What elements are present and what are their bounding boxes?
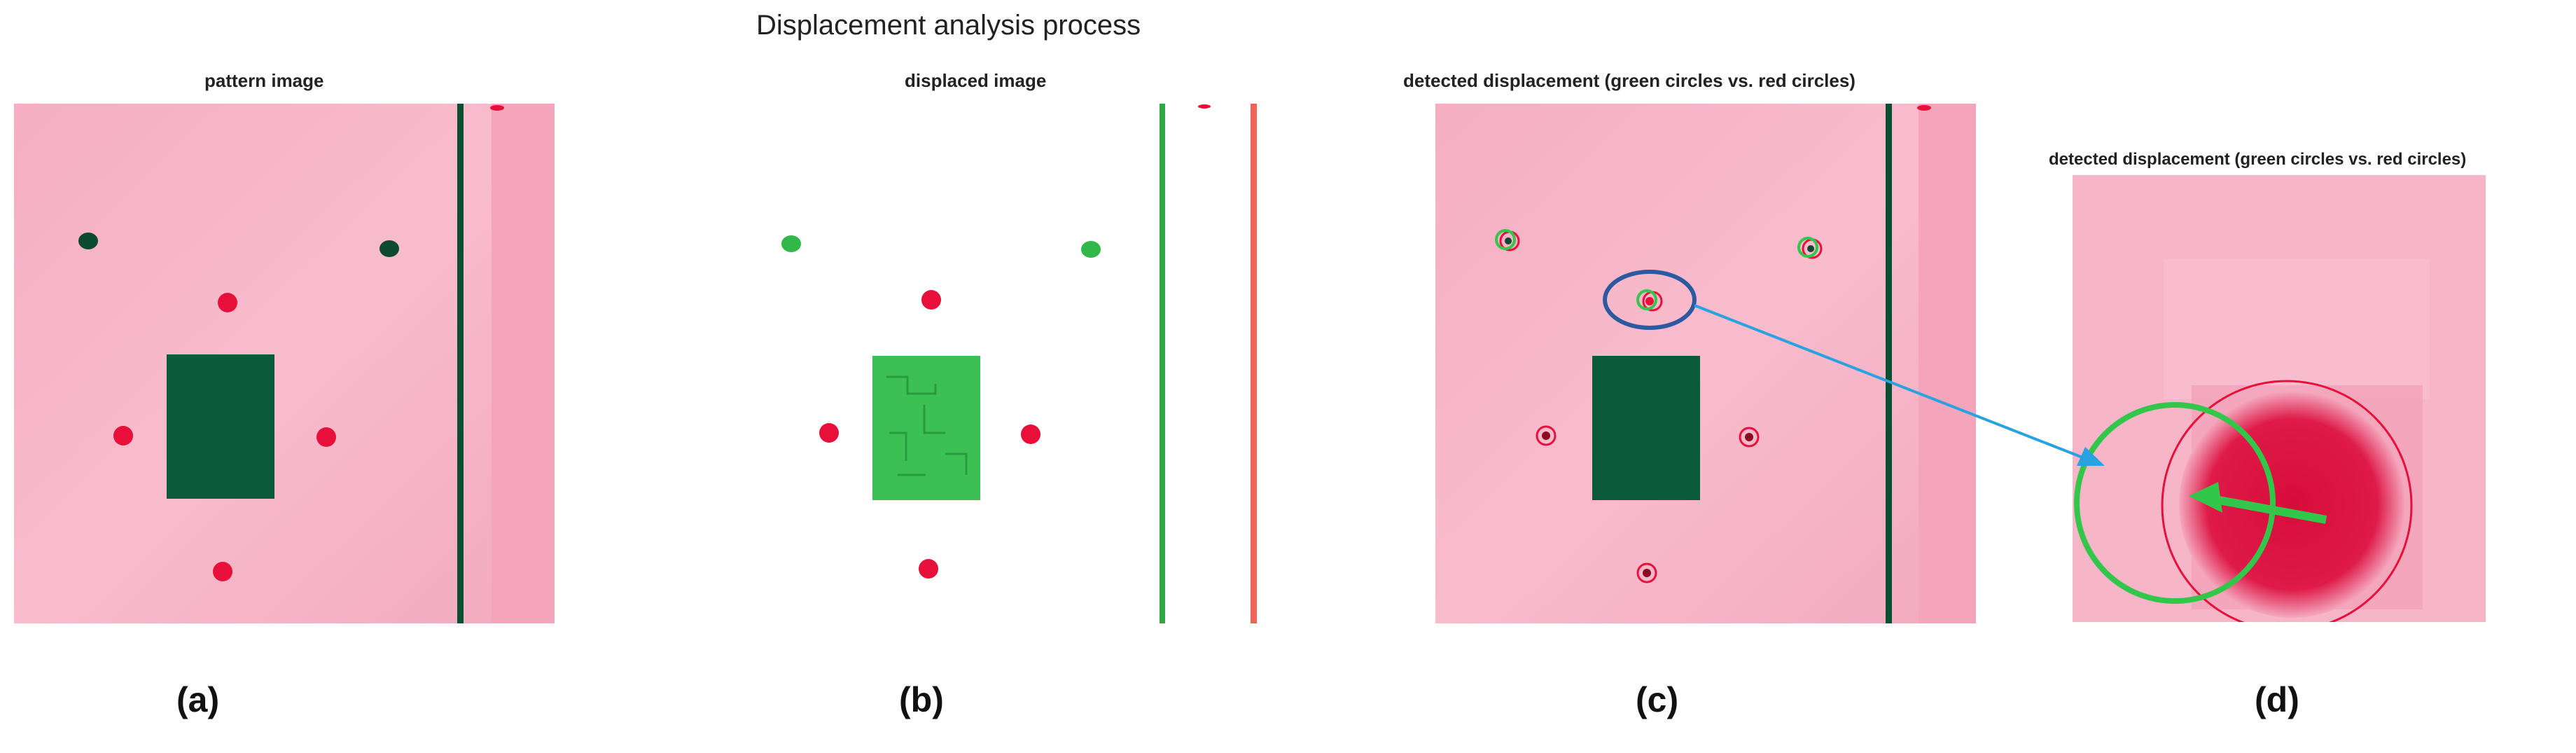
green-circle [2074,402,2276,604]
panel-b-displaced-image [714,104,1288,623]
panel-c-label: (c) [1636,680,1679,719]
red-dot [316,427,336,447]
red-blob [2179,391,2406,618]
red-vertical-line [1251,104,1257,623]
panel-d-label: (d) [2255,680,2299,719]
displacement-marker [1797,237,1823,259]
displacement-marker [1495,229,1520,251]
panel-c-detected-displacement [1435,104,1976,623]
red-dot [819,423,839,443]
displacement-arrow [2210,495,2327,524]
figure-title: Displacement analysis process [756,10,1141,41]
green-dot [78,233,98,249]
green-vertical-line [1886,104,1892,623]
panel-a-title: pattern image [204,70,324,91]
panel-c-title: detected displacement (green circles vs.… [1403,70,1856,91]
panel-a-pattern-image [14,104,555,623]
panel-d-title: detected displacement (green circles vs.… [2049,150,2467,169]
green-rectangle [872,356,980,500]
panel-a-label: (a) [176,680,220,719]
green-dot [1081,241,1101,258]
green-dot [380,240,399,257]
arrow-head [2189,482,2222,513]
green-rectangle [167,354,274,499]
red-dot [921,290,941,310]
red-dot [1021,424,1040,444]
panel-d-zoomed-detail [2073,175,2486,622]
red-dot [213,562,232,581]
red-marker [1536,425,1557,446]
red-circle [2161,380,2413,622]
red-marker [490,105,504,111]
green-vertical-line [1160,104,1165,623]
pink-background [14,104,555,623]
green-dot [781,235,801,252]
green-rectangle [1592,356,1700,500]
green-vertical-line [457,104,464,623]
displacement-marker [1636,289,1663,312]
red-dot [218,293,237,312]
highlight-ellipse [1603,270,1697,330]
red-dot [113,426,133,445]
red-marker [1636,562,1657,583]
red-dot [919,559,938,579]
panel-b-label: (b) [899,680,944,719]
panel-b-title: displaced image [905,70,1047,91]
